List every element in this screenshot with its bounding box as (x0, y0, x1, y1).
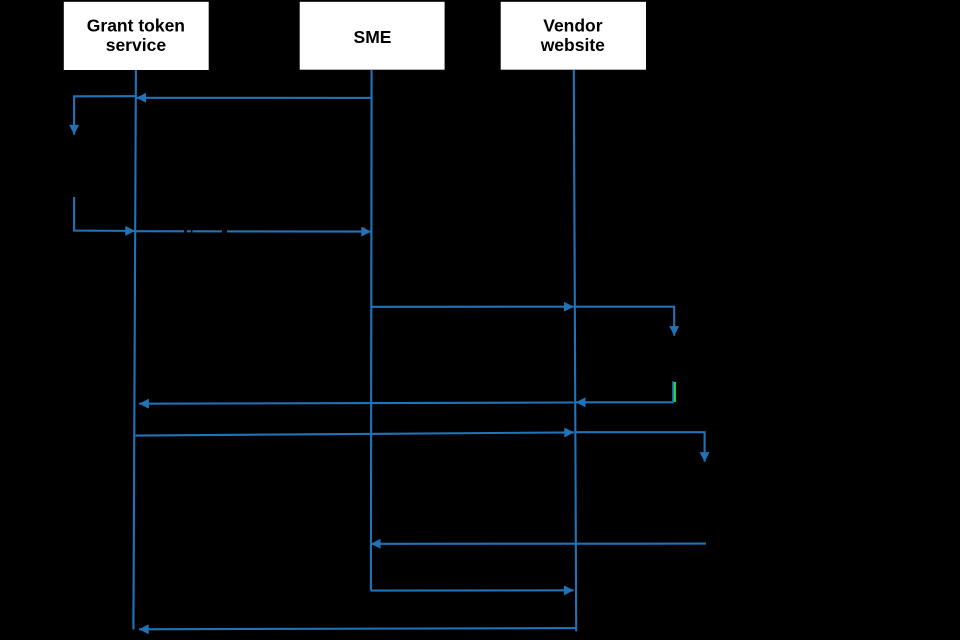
svg-text:Grant token: Grant token (87, 15, 185, 35)
svg-text:service: service (106, 35, 167, 55)
svg-text:SME: SME (354, 27, 392, 47)
svg-text:website: website (540, 35, 605, 55)
svg-text:Vendor: Vendor (543, 15, 603, 35)
